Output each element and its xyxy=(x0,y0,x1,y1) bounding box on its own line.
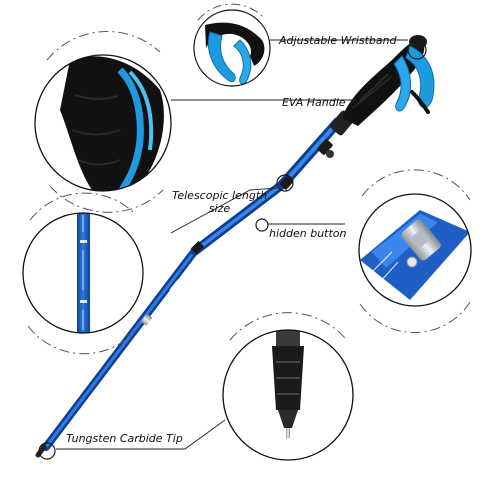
detail-circle-tip xyxy=(222,312,354,461)
label-telescopic-length: Telescopic length size xyxy=(172,189,267,215)
label-adjustable-wristband: Adjustable Wristband xyxy=(279,34,397,47)
trekking-pole xyxy=(35,35,435,458)
label-hidden-button: hidden button xyxy=(269,227,347,240)
detail-circle-pole xyxy=(22,192,144,355)
label-telescopic-line1: Telescopic length xyxy=(172,189,268,202)
label-eva-handle: EVA Handle xyxy=(282,96,346,109)
detail-circle-wristband xyxy=(193,3,271,87)
label-tungsten-carbide-tip: Tungsten Carbide Tip xyxy=(66,432,183,445)
detail-circle-button xyxy=(358,169,472,334)
leader-lines xyxy=(56,39,408,450)
label-telescopic-line2: size xyxy=(208,202,231,215)
detail-circle-handle xyxy=(34,31,172,213)
highlight-markers xyxy=(38,40,427,460)
